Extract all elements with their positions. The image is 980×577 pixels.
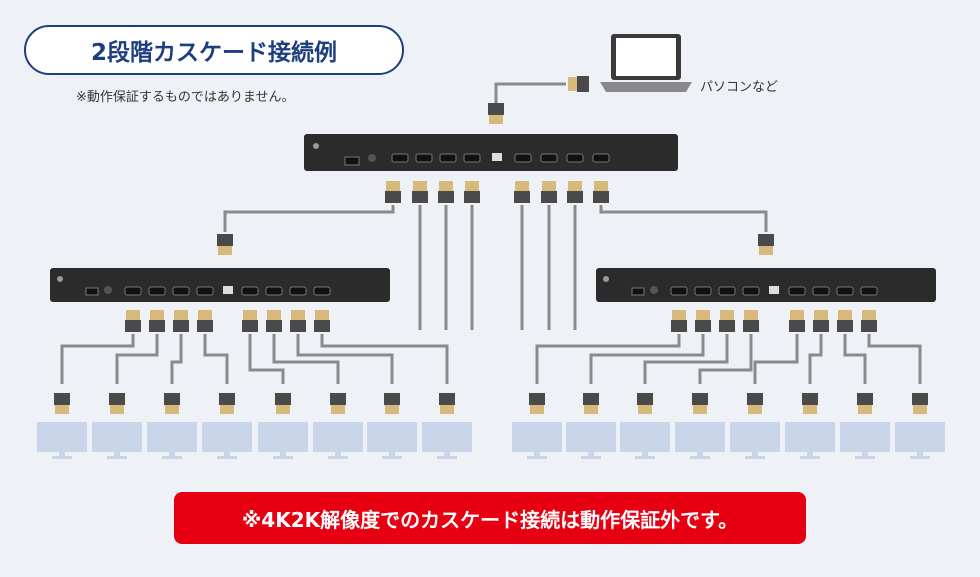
- hdmi-splitter-icon: [304, 134, 678, 171]
- hdmi-connector-icon: [568, 76, 589, 92]
- hdmi-connector-icon: [488, 103, 504, 124]
- monitor-icon: [92, 422, 142, 459]
- monitor-icon: [785, 422, 835, 459]
- hdmi-splitter-icon: [50, 268, 390, 302]
- monitor-icon: [512, 422, 562, 459]
- monitor-icon: [367, 422, 417, 459]
- laptop-icon: [600, 34, 692, 92]
- monitor-icon: [313, 422, 363, 459]
- page-title: 2段階カスケード接続例: [24, 25, 404, 75]
- monitor-icon: [258, 422, 308, 459]
- monitor-icon: [620, 422, 670, 459]
- disclaimer-note: ※動作保証するものではありません。: [76, 90, 295, 105]
- monitor-icon: [566, 422, 616, 459]
- monitor-icon: [675, 422, 725, 459]
- monitor-icon: [147, 422, 197, 459]
- monitor-icon: [895, 422, 945, 459]
- hdmi-connector-icon: [54, 393, 928, 414]
- hdmi-connector-icon: [125, 310, 877, 332]
- monitor-icon: [202, 422, 252, 459]
- monitor-icon: [422, 422, 472, 459]
- monitor-icon: [730, 422, 780, 459]
- monitor-icon: [840, 422, 890, 459]
- hdmi-connector-icon: [217, 181, 774, 255]
- monitor-icon: [37, 422, 87, 459]
- pc-label: パソコンなど: [700, 80, 779, 95]
- hdmi-splitter-icon: [596, 268, 936, 302]
- warning-banner: ※4K2K解像度でのカスケード接続は動作保証外です。: [174, 492, 806, 544]
